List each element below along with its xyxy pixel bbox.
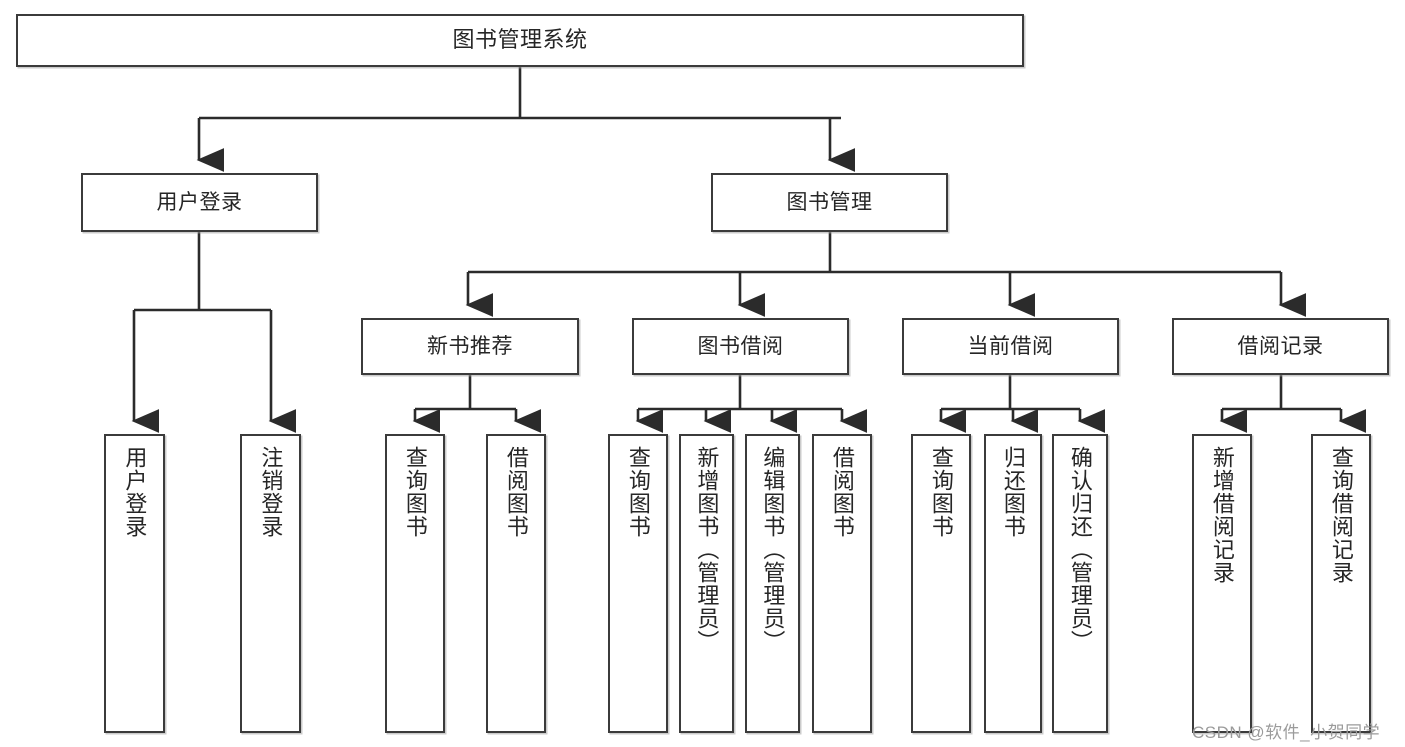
node-label: 图书管理	[786, 190, 873, 214]
node-leaf-logout-login[interactable]: 注销登录	[240, 434, 301, 733]
node-label: 借阅记录	[1237, 334, 1324, 358]
node-root-system[interactable]: 图书管理系统	[16, 14, 1024, 67]
node-book-management[interactable]: 图书管理	[711, 173, 948, 232]
node-label: 查询图书	[625, 446, 651, 538]
node-label: 查询图书	[928, 446, 954, 538]
node-leaf-confirm-return-admin[interactable]: 确认归还（管理员）	[1052, 434, 1108, 733]
node-label: 图书管理系统	[452, 27, 588, 53]
node-label: 注销登录	[258, 446, 284, 538]
node-leaf-add-book-admin[interactable]: 新增图书（管理员）	[679, 434, 734, 733]
node-label: 查询借阅记录	[1328, 446, 1354, 584]
node-leaf-user-login[interactable]: 用户登录	[104, 434, 165, 733]
node-leaf-return-book[interactable]: 归还图书	[984, 434, 1042, 733]
node-leaf-query-book-borrow[interactable]: 查询图书	[608, 434, 668, 733]
node-user-login[interactable]: 用户登录	[81, 173, 318, 232]
node-label: 图书借阅	[697, 334, 784, 358]
node-current-borrow[interactable]: 当前借阅	[902, 318, 1119, 375]
node-label: 查询图书	[402, 446, 428, 538]
node-borrow-record[interactable]: 借阅记录	[1172, 318, 1389, 375]
csdn-watermark: CSDN @软件_小贺同学	[1192, 723, 1381, 742]
node-leaf-add-borrow-record[interactable]: 新增借阅记录	[1192, 434, 1252, 733]
node-label: 当前借阅	[967, 334, 1054, 358]
node-label: 编辑图书（管理员）	[760, 446, 786, 653]
node-leaf-borrow-book[interactable]: 借阅图书	[812, 434, 872, 733]
node-label: 借阅图书	[829, 446, 855, 538]
node-label: 确认归还（管理员）	[1067, 446, 1093, 653]
node-label: 新增图书（管理员）	[694, 446, 720, 653]
node-leaf-borrow-book-recommend[interactable]: 借阅图书	[486, 434, 546, 733]
node-leaf-query-book-recommend[interactable]: 查询图书	[385, 434, 445, 733]
node-label: 用户登录	[122, 446, 148, 538]
node-new-book-recommend[interactable]: 新书推荐	[361, 318, 579, 375]
node-leaf-edit-book-admin[interactable]: 编辑图书（管理员）	[745, 434, 800, 733]
node-label: 归还图书	[1000, 446, 1026, 538]
node-book-borrow[interactable]: 图书借阅	[632, 318, 849, 375]
node-label: 新增借阅记录	[1209, 446, 1235, 584]
node-label: 新书推荐	[427, 334, 513, 358]
node-leaf-query-borrow-record[interactable]: 查询借阅记录	[1311, 434, 1371, 733]
node-label: 用户登录	[156, 190, 243, 214]
node-leaf-query-book-current[interactable]: 查询图书	[911, 434, 971, 733]
node-label: 借阅图书	[503, 446, 529, 538]
